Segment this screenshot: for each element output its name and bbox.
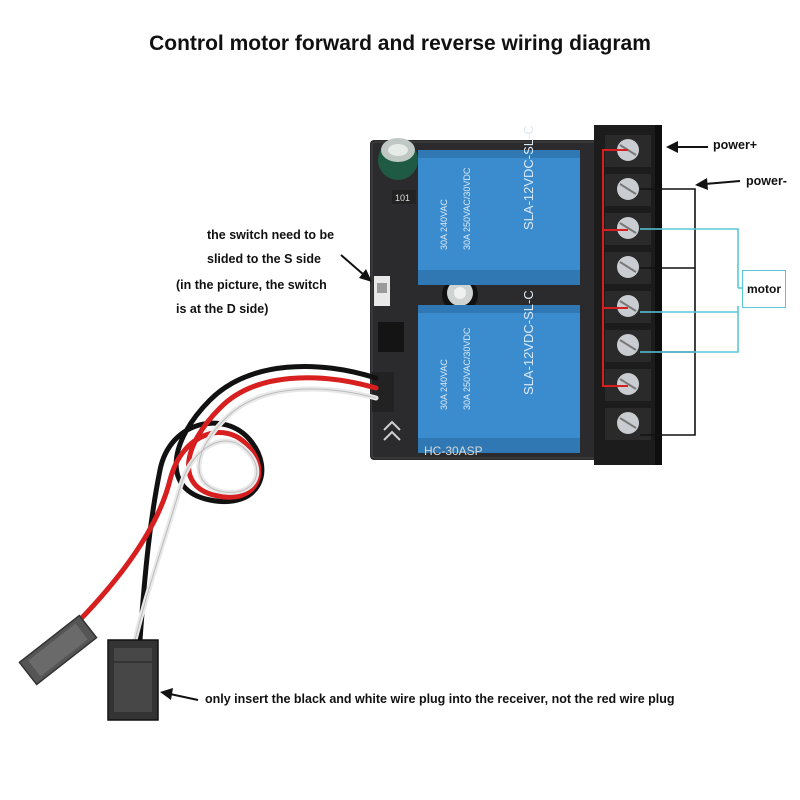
plug-note: only insert the black and white wire plu… bbox=[205, 692, 675, 706]
servo-cable bbox=[67, 364, 394, 643]
label-power-plus: power+ bbox=[713, 138, 758, 152]
relay-top-marking: SLA-12VDC-SL-C bbox=[521, 125, 536, 230]
red-jumper-wires bbox=[602, 149, 628, 387]
small-capacitor bbox=[442, 277, 478, 313]
ic-chip bbox=[378, 322, 404, 352]
motor-box: motor bbox=[742, 270, 786, 308]
arrow-power-minus bbox=[695, 178, 741, 190]
relay-top-rating-2: 30A 240VAC bbox=[439, 199, 449, 250]
arrow-plug bbox=[160, 688, 199, 701]
arrow-switch bbox=[340, 254, 372, 282]
screw-2 bbox=[605, 174, 651, 206]
switch-note-line-4: is at the D side) bbox=[176, 302, 269, 316]
resistor bbox=[392, 190, 416, 204]
red-wire-plug bbox=[18, 614, 98, 686]
arrow-power-plus bbox=[666, 141, 708, 153]
screw-4 bbox=[605, 252, 651, 284]
relay-bottom: SLA-12VDC-SL-C 30A 250VAC/30VDC 30A 240V… bbox=[418, 290, 580, 453]
board-model: HC-30ASP bbox=[424, 444, 483, 458]
resistor-code: 101 bbox=[395, 193, 410, 203]
switch-note-line-2: slided to the S side bbox=[207, 252, 321, 266]
label-power-minus: power- bbox=[746, 174, 787, 188]
cyan-motor-wires bbox=[640, 228, 742, 353]
slide-switch bbox=[374, 276, 390, 306]
screw-6 bbox=[605, 330, 651, 362]
diagram-title: Control motor forward and reverse wiring… bbox=[149, 32, 651, 55]
board-logo bbox=[383, 420, 401, 441]
capacitor bbox=[378, 138, 418, 180]
switch-note-line-1: the switch need to be bbox=[207, 228, 335, 242]
relay-top: SLA-12VDC-SL-C 30A 250VAC/30VDC 30A 240V… bbox=[418, 125, 580, 285]
relay-bottom-rating-1: 30A 250VAC/30VDC bbox=[462, 327, 472, 410]
black-white-wire-plug bbox=[107, 639, 159, 721]
relay-top-rating-1: 30A 250VAC/30VDC bbox=[462, 167, 472, 250]
relay-bottom-rating-2: 30A 240VAC bbox=[439, 359, 449, 410]
switch-note-line-3: (in the picture, the switch bbox=[176, 278, 327, 292]
relay-bottom-marking: SLA-12VDC-SL-C bbox=[521, 290, 536, 395]
